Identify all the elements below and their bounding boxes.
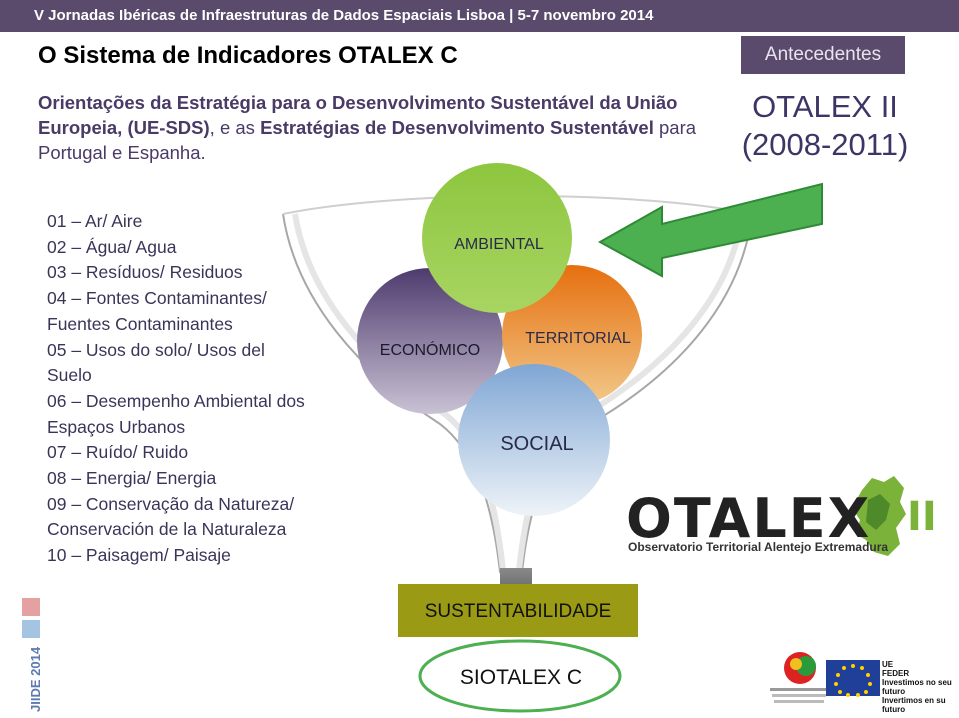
otalex-logo-ii: II — [907, 494, 937, 540]
list-item: 07 – Ruído/ Ruido — [47, 442, 189, 463]
eu-feder-label: FEDER — [882, 669, 910, 678]
sustentabilidade-box — [398, 584, 638, 637]
list-item: 01 – Ar/ Aire — [47, 211, 143, 231]
territorial-label: TERRITORIAL — [525, 330, 631, 347]
list-item: Conservación de la Naturaleza — [47, 519, 287, 540]
list-item: 10 – Paisagem/ Paisaje — [47, 545, 231, 566]
otalex-ii-years: (2008-2011) — [741, 127, 909, 162]
subtitle-bold-1: Orientações da Estratégia para o Desenvo… — [38, 92, 678, 138]
social-circle — [458, 364, 610, 516]
slide-subtitle: Orientações da Estratégia para o Desenvo… — [38, 90, 698, 165]
list-item: Espaços Urbanos — [47, 416, 186, 437]
ambiental-circle — [422, 163, 572, 313]
green-arrow — [597, 182, 823, 278]
header-bar: V Jornadas Ibéricas de Infraestruturas d… — [0, 0, 959, 32]
sustentabilidade-label: SUSTENTABILIDADE — [425, 601, 612, 622]
otalex-logo-caption: Observatorio Territorial Alentejo Extrem… — [628, 540, 889, 554]
list-item: 03 – Resíduos/ Residuos — [47, 262, 243, 283]
eu-ue-label: UE — [882, 660, 894, 669]
conference-title: V Jornadas Ibéricas de Infraestruturas d… — [34, 7, 654, 24]
list-item: 06 – Desempenho Ambiental dos — [47, 390, 305, 411]
jiide-logo: JIIDE 2014 — [22, 598, 43, 712]
eu-slogan-pt: Investimos no seu futuro — [882, 678, 952, 696]
ambiental-label: AMBIENTAL — [454, 236, 544, 253]
list-item: 05 – Usos do solo/ Usos del — [47, 339, 265, 360]
otalex-ii-name: OTALEX II — [752, 89, 898, 124]
list-item: 08 – Energia/ Energia — [47, 468, 217, 489]
subtitle-normal-1: , e as — [209, 117, 261, 138]
list-item: 09 – Conservação da Natureza/ — [47, 493, 295, 514]
social-label: SOCIAL — [500, 433, 573, 455]
antecedentes-badge: Antecedentes — [741, 36, 905, 74]
siotalex-ellipse — [418, 639, 622, 713]
otalex-ii-heading: OTALEX II (2008-2011) — [735, 88, 915, 164]
list-item: Fuentes Contaminantes — [47, 313, 233, 334]
eu-slogan-es: Invertimos en su futuro — [882, 696, 946, 714]
eu-flag-icon — [826, 660, 880, 697]
otalex-logo-word: OTALEX — [626, 487, 872, 550]
cooperation-logo — [770, 652, 828, 703]
subtitle-normal-2: para Portugal e Espanha. — [38, 117, 697, 163]
economico-label: ECONÓMICO — [380, 340, 480, 359]
subtitle-bold-2: Estratégias de Desenvolvimento Sustentáv… — [260, 117, 654, 138]
list-item: 02 – Água/ Agua — [47, 236, 177, 257]
list-item: Suelo — [47, 365, 92, 386]
indicator-list: 01 – Ar/ Aire 02 – Água/ Agua 03 – Resíd… — [47, 209, 347, 569]
list-item: 04 – Fontes Contaminantes/ — [47, 288, 267, 309]
svg-text:JIIDE 2014: JIIDE 2014 — [28, 646, 43, 712]
siotalex-label: SIOTALEX C — [460, 666, 582, 689]
eu-feder-text: UE FEDER Investimos no seu futuro Invert… — [882, 660, 959, 714]
slide-title: O Sistema de Indicadores OTALEX C — [38, 42, 458, 69]
